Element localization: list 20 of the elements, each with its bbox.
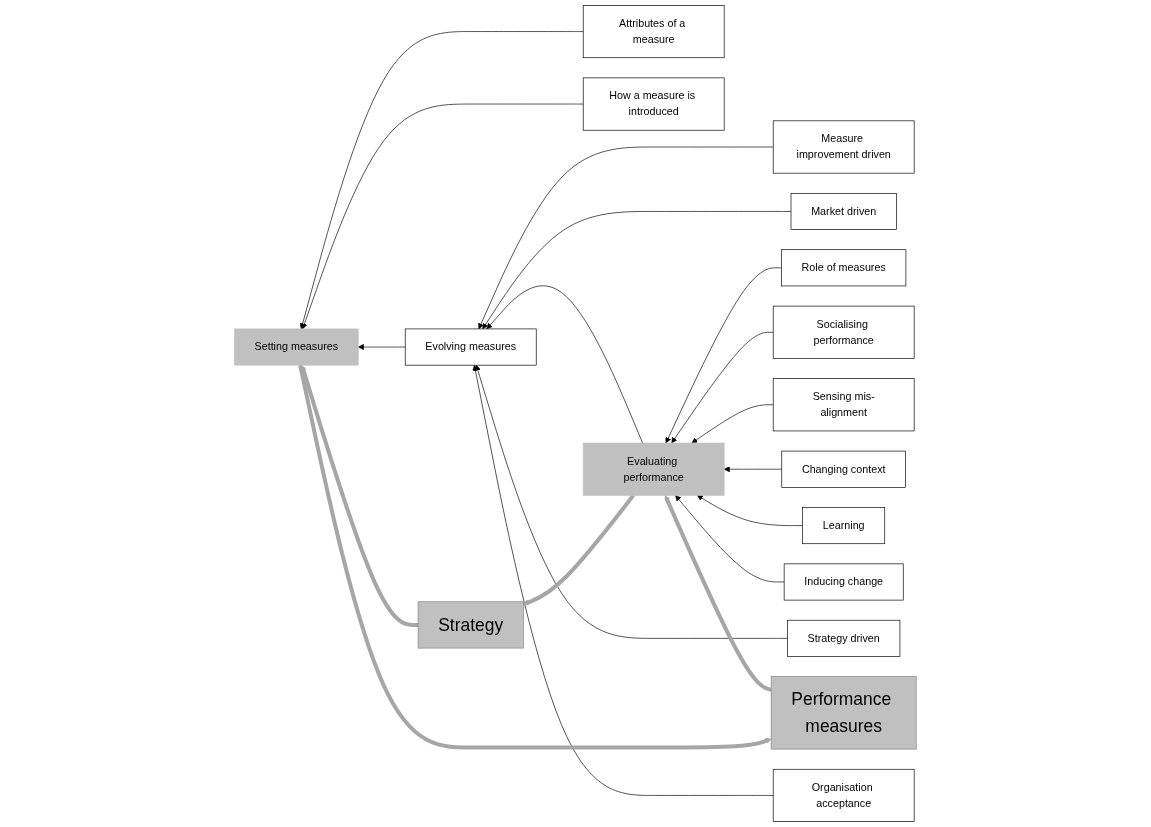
- node-box: Strategy: [417, 601, 524, 649]
- arrow: [664, 495, 772, 692]
- node-box: Socialising performance: [773, 305, 915, 359]
- node-box: Changing context: [781, 450, 907, 488]
- node-box: Inducing change: [784, 563, 904, 601]
- node-box: Evolving measures: [405, 328, 537, 366]
- arrow: [300, 364, 419, 627]
- node-box: Strategy driven: [787, 619, 901, 657]
- node-box: Role of measures: [781, 249, 907, 287]
- node-box: Sensing mis-alignment: [773, 378, 915, 432]
- node-box: How a measure is introduced: [583, 77, 725, 131]
- node-box: Learning: [802, 507, 886, 545]
- node-box: Attributes of a measure: [583, 5, 725, 59]
- node-box: Measure improvement driven: [773, 120, 915, 174]
- arrow: [523, 494, 636, 606]
- node-box: Performance measures: [771, 676, 917, 750]
- node-box: Organisation acceptance: [773, 768, 915, 822]
- node-box: Evaluating performance: [583, 442, 725, 496]
- node-box: Market driven: [790, 193, 897, 230]
- node-box: Setting measures: [234, 328, 359, 366]
